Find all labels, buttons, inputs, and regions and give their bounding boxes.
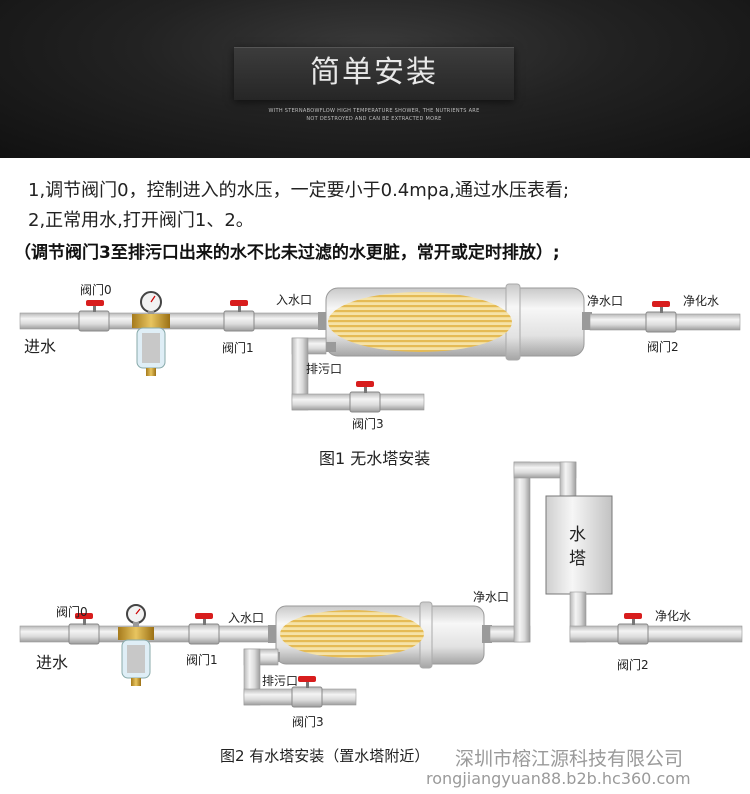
valve-2-icon [617,613,649,645]
valve-1-icon [188,613,220,645]
fig1-filter-inlet-label: 入水口 [276,293,312,307]
valve-3-icon [349,381,381,413]
fig1-valve0-label: 阀门0 [80,282,112,297]
valve-0-icon [78,300,110,332]
filter-cartridge [328,292,512,352]
riser-pipe [489,461,577,643]
banner-title: 简单安装 [310,55,438,90]
banner-subtitle-line-1: WITH STERNABOWFLOW HIGH TEMPERATURE SHOW… [268,108,480,114]
fig2-valve1-label: 阀门1 [186,652,218,667]
fig1-drain-label: 排污口 [306,362,342,376]
watermark-company: 深圳市榕江源科技有限公司 [455,748,684,770]
fig2-caption: 图2 有水塔安装（置水塔附近） [220,747,429,765]
water-tower-label-1: 水 [569,525,586,545]
fig2-drain-label: 排污口 [262,674,298,688]
fig2-valve3-label: 阀门3 [292,714,324,729]
valve-0-icon [68,613,100,645]
instruction-note: （调节阀门3至排污口出来的水不比未过滤的水更脏，常开或定时排放）; [14,243,560,263]
fig1-valve2-label: 阀门2 [647,339,679,354]
prefilter-with-gauge-icon [132,291,170,376]
fig1-purified-label: 净化水 [683,294,719,308]
watermark-url: rongjiangyuan88.b2b.hc360.com [426,769,691,788]
prefilter-with-gauge-icon [118,604,154,686]
instruction-line-1: 1,调节阀门0，控制进入的水压，一定要小于0.4mpa,通过水压表看; [28,180,570,201]
banner-subtitle-line-2: NOT DESTROYED AND CAN BE EXTRACTED MORE [306,116,442,122]
filter-housing [318,283,592,361]
water-tower-label-2: 塔 [569,549,586,569]
fig1-valve1-label: 阀门1 [222,340,254,355]
water-tower: 水 塔 [545,495,613,595]
figure-2-with-tower: 水 塔 阀门0 进水 阀门1 入水口 净 [19,461,743,765]
valve-1-icon [223,300,255,332]
banner-title-box [234,47,514,100]
filter-housing [268,601,492,669]
fig1-valve3-label: 阀门3 [352,416,384,431]
filter-cartridge [280,610,424,658]
fig2-valve2-label: 阀门2 [617,657,649,672]
fig2-purified-label: 净化水 [655,609,691,623]
fig1-filter-outlet-label: 净水口 [587,294,623,308]
valve-2-icon [645,301,677,333]
figure-1-no-tower: 阀门0 进水 阀门1 入水口 净水口 净化水 阀门2 排污口 阀门3 图1 无水… [19,282,741,468]
fig2-filter-inlet-label: 入水口 [228,611,264,625]
instruction-line-2: 2,正常用水,打开阀门1、2。 [28,210,254,231]
fig1-caption: 图1 无水塔安装 [319,449,430,468]
fig2-filter-outlet-label: 净水口 [473,590,509,604]
tower-outlet-pipe [569,591,743,643]
fig2-inlet-label: 进水 [36,653,68,672]
fig1-inlet-label: 进水 [24,337,56,356]
valve-3-icon [291,676,323,708]
fig2-valve0-label: 阀门0 [56,604,88,619]
